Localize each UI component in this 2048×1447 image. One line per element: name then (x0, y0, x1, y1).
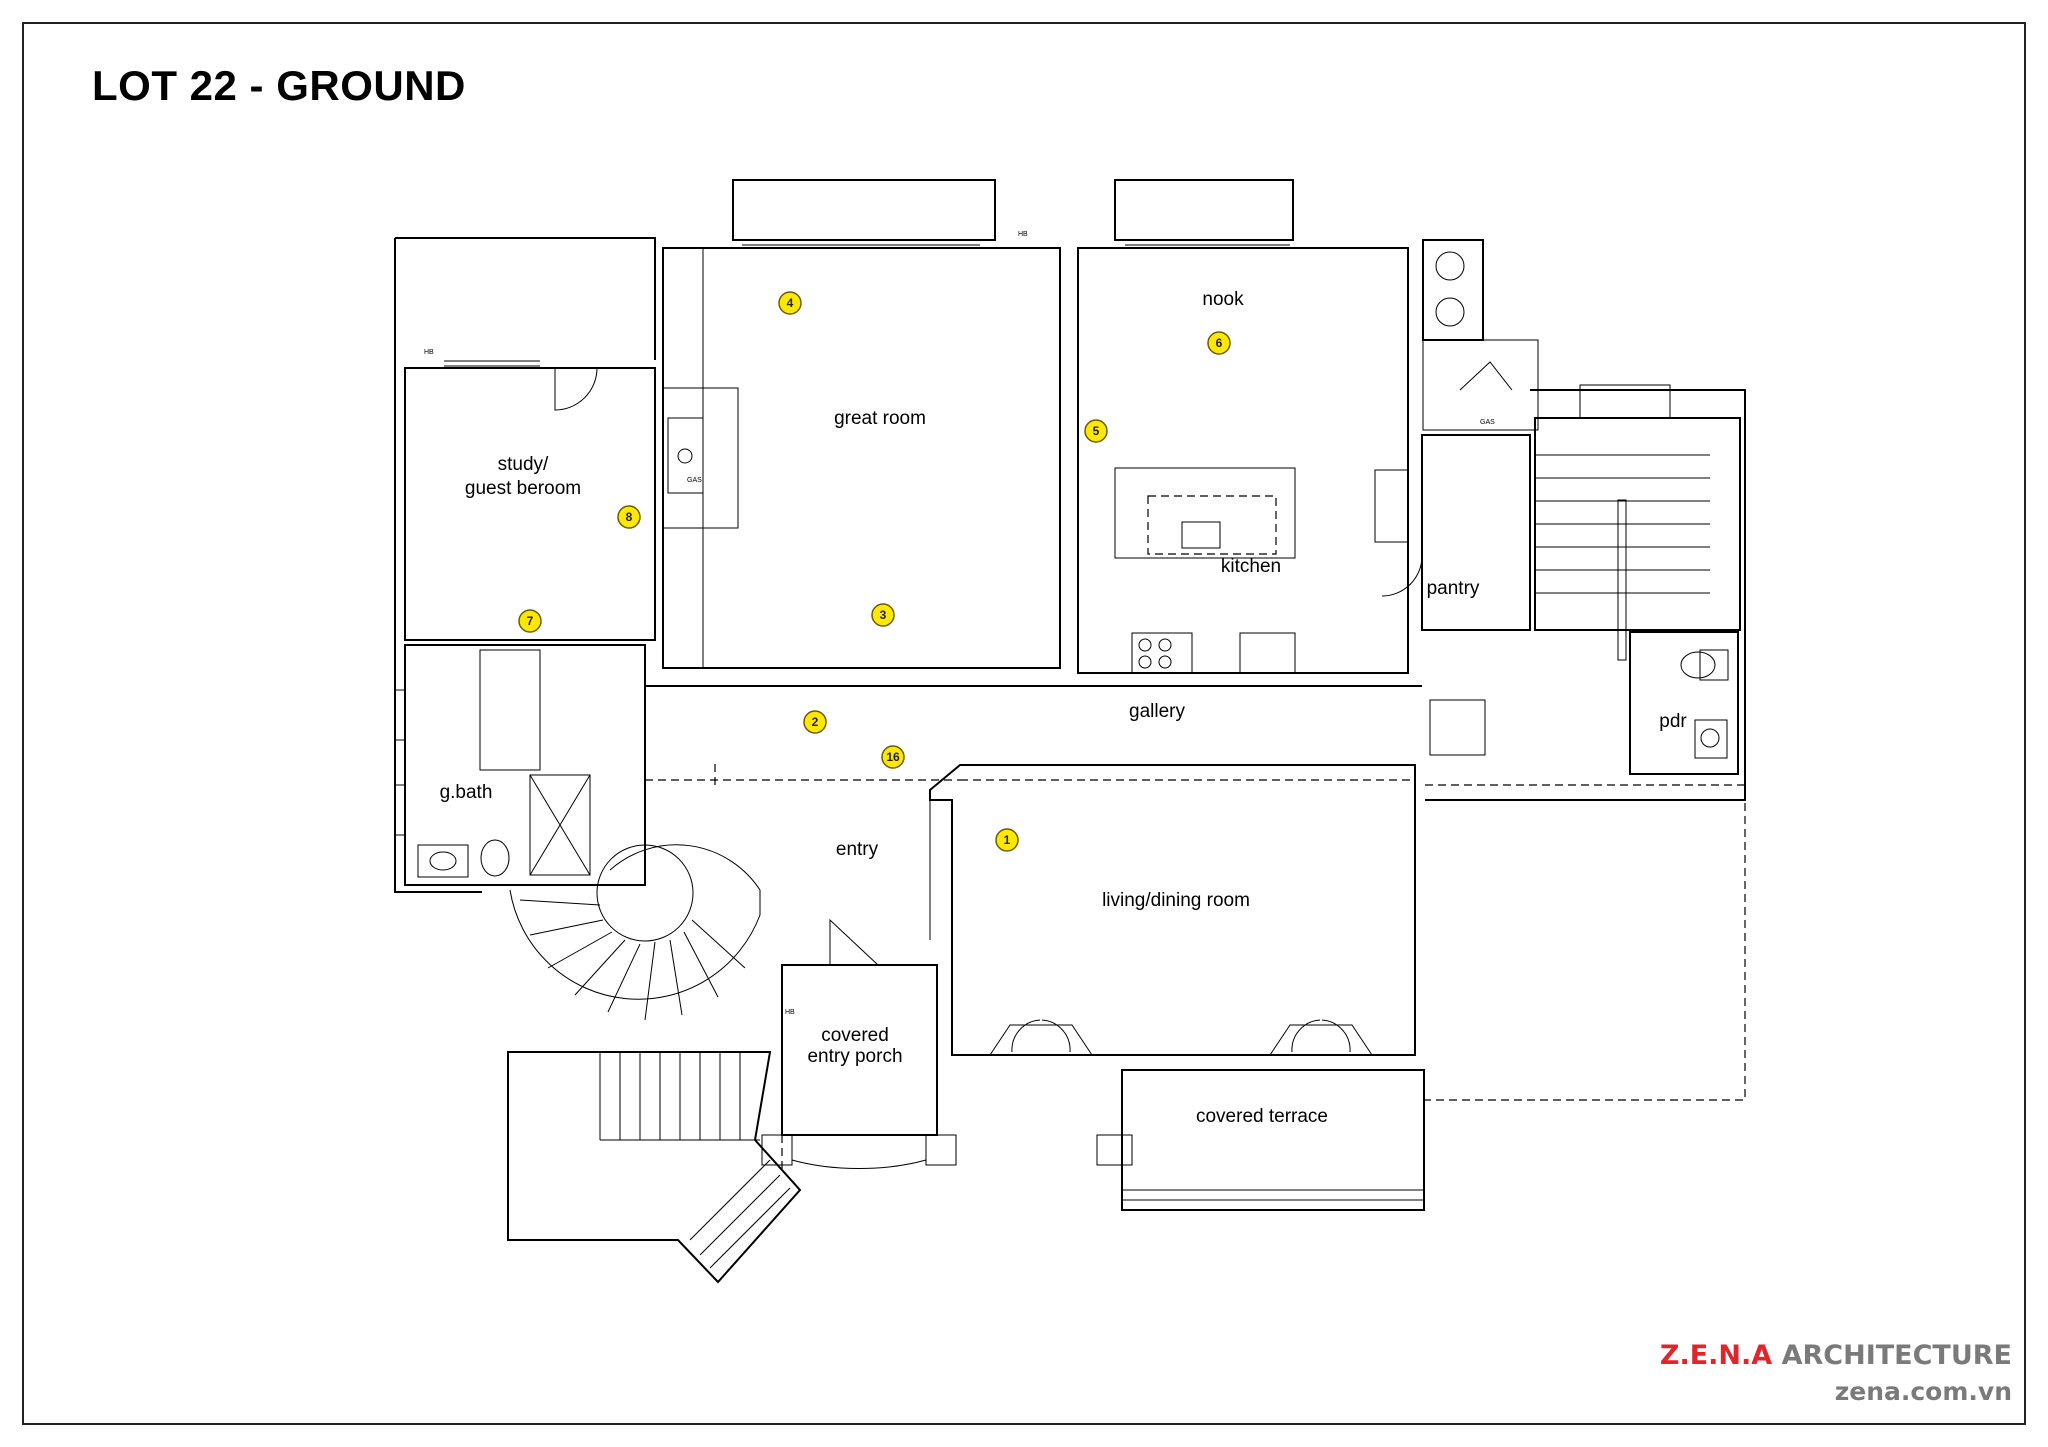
svg-text:2: 2 (812, 715, 819, 729)
refrigerator (1374, 469, 1409, 543)
west-exterior-wall (394, 238, 482, 893)
brand-name-red: Z.E.N.A (1659, 1340, 1773, 1371)
closet (479, 649, 541, 771)
lower-stair (507, 1051, 802, 1284)
gbath-toilet (480, 839, 510, 877)
svg-text:5: 5 (1093, 424, 1100, 438)
entry-porch-wall (781, 964, 938, 1136)
svg-text:6: 6 (1216, 336, 1223, 350)
hose-bib-label-north: HB (1018, 231, 1028, 238)
laundry (1422, 239, 1484, 341)
fireplace (662, 387, 739, 529)
washer (1435, 251, 1465, 281)
gas-label-laundry: GAS (1480, 419, 1495, 426)
marker-3: 3 (871, 603, 895, 627)
room-label-great-room: great room (834, 408, 926, 429)
kitchen-sink (1181, 521, 1221, 549)
study-room-wall (404, 367, 656, 641)
covered-terrace-wall (1121, 1069, 1425, 1211)
pdr-sink (1694, 719, 1728, 759)
brand-block: Z.E.N.A ARCHITECTURE zena.com.vn (1660, 1340, 2012, 1406)
hose-bib-label-porch: HB (785, 1009, 795, 1016)
pdr-toilet (1680, 651, 1716, 679)
room-label-gallery: gallery (1129, 701, 1185, 722)
kitchen-wall (1077, 247, 1409, 674)
svg-text:3: 3 (880, 608, 887, 622)
nook-bay (1114, 179, 1294, 241)
marker-6: 6 (1207, 331, 1231, 355)
room-label-porch-line1: covered (821, 1025, 889, 1046)
room-label-entry: entry (836, 839, 879, 860)
shower (529, 774, 591, 876)
room-label-living-dining: living/dining room (1102, 890, 1250, 911)
room-label-pdr: pdr (1659, 711, 1687, 732)
kitchen-island (1114, 467, 1296, 559)
room-label-g-bath: g.bath (440, 782, 493, 803)
hose-bib-label-west: HB (424, 349, 434, 356)
room-label-pantry: pantry (1427, 578, 1480, 599)
spiral-stair (509, 844, 761, 1021)
g-bath-block (404, 644, 646, 886)
gas-label-fireplace: GAS (687, 477, 702, 484)
room-label-porch-line2: entry porch (807, 1046, 902, 1067)
room-label-study-line1: study/ (498, 454, 549, 475)
deck-outline (1425, 784, 1746, 1101)
east-exterior-wall (1425, 389, 1746, 801)
svg-text:8: 8 (626, 510, 633, 524)
brand-name: Z.E.N.A ARCHITECTURE (1660, 1340, 2012, 1371)
brand-url: zena.com.vn (1834, 1377, 2012, 1406)
marker-1: 1 (995, 828, 1019, 852)
dryer (1435, 297, 1465, 327)
marker-2: 2 (803, 710, 827, 734)
svg-text:1: 1 (1004, 833, 1011, 847)
room-label-nook: nook (1202, 289, 1244, 310)
marker-7: 7 (518, 609, 542, 633)
living-dining-wall (929, 764, 1416, 1056)
marker-16: 16 (881, 745, 905, 769)
study-door-swing (554, 367, 598, 411)
svg-text:16: 16 (886, 750, 900, 764)
svg-text:7: 7 (527, 614, 534, 628)
great-room-wall (662, 247, 1061, 669)
range (1131, 632, 1193, 674)
room-label-covered-terrace: covered terrace (1196, 1106, 1328, 1127)
brand-name-gray: ARCHITECTURE (1781, 1340, 2012, 1371)
marker-4: 4 (778, 291, 802, 315)
gbath-sink (417, 844, 469, 878)
pantry-wall (1421, 434, 1531, 631)
great-room-bay (732, 179, 996, 241)
study-upper-wall (395, 237, 656, 360)
marker-8: 8 (617, 505, 641, 529)
sheet-title: LOT 22 - GROUND (92, 62, 466, 109)
svg-text:4: 4 (787, 296, 794, 310)
room-label-kitchen: kitchen (1221, 556, 1281, 577)
powder-room-wall (1629, 631, 1739, 775)
sheet-border (22, 22, 2026, 1425)
room-label-study-line2: guest beroom (465, 478, 581, 499)
marker-5: 5 (1084, 419, 1108, 443)
